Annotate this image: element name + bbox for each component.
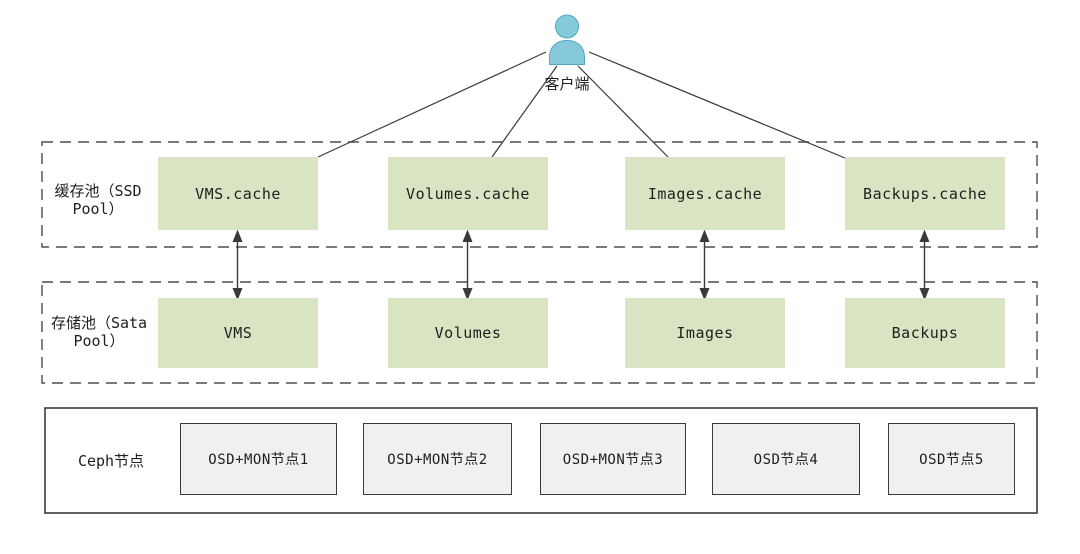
double-arrow-backups [919, 229, 930, 301]
node-box-osd-5: OSD节点5 [888, 423, 1015, 495]
node-box-osd-mon-1: OSD+MON节点1 [180, 423, 337, 495]
storage-box-backups: Backups [845, 298, 1005, 368]
node-box-osd-mon-3: OSD+MON节点3 [540, 423, 686, 495]
storage-box-volumes: Volumes [388, 298, 548, 368]
client-line-vms-cache [317, 51, 547, 158]
client-icon-head [555, 14, 579, 39]
storage-box-images: Images [625, 298, 785, 368]
storage-pool-container-border [41, 281, 1038, 384]
double-arrow-volumes [462, 229, 473, 301]
ceph-nodes-label: Ceph节点 [77, 452, 145, 470]
node-box-osd-4: OSD节点4 [712, 423, 860, 495]
client-icon-body [549, 39, 585, 65]
cache-pool-label: 缓存池（SSD Pool） [54, 182, 142, 218]
cache-pool-container-border [41, 141, 1038, 248]
tier-arrows [232, 229, 930, 301]
cache-box-images: Images.cache [625, 157, 785, 230]
client-label: 客户端 [544, 75, 590, 93]
storage-box-vms: VMS [158, 298, 318, 368]
client-connection-lines [317, 51, 846, 159]
double-arrow-images [699, 229, 710, 301]
client-line-volumes-cache [491, 65, 558, 158]
double-arrow-vms [232, 229, 243, 301]
cache-box-backups: Backups.cache [845, 157, 1005, 230]
client-line-images-cache [577, 65, 669, 158]
client-line-backups-cache [588, 51, 846, 159]
cache-box-vms: VMS.cache [158, 157, 318, 230]
ceph-nodes-container-border [44, 407, 1038, 514]
client-person-icon [549, 14, 585, 65]
cache-box-volumes: Volumes.cache [388, 157, 548, 230]
node-box-osd-mon-2: OSD+MON节点2 [363, 423, 512, 495]
storage-pool-label: 存储池（Sata Pool） [50, 314, 148, 350]
